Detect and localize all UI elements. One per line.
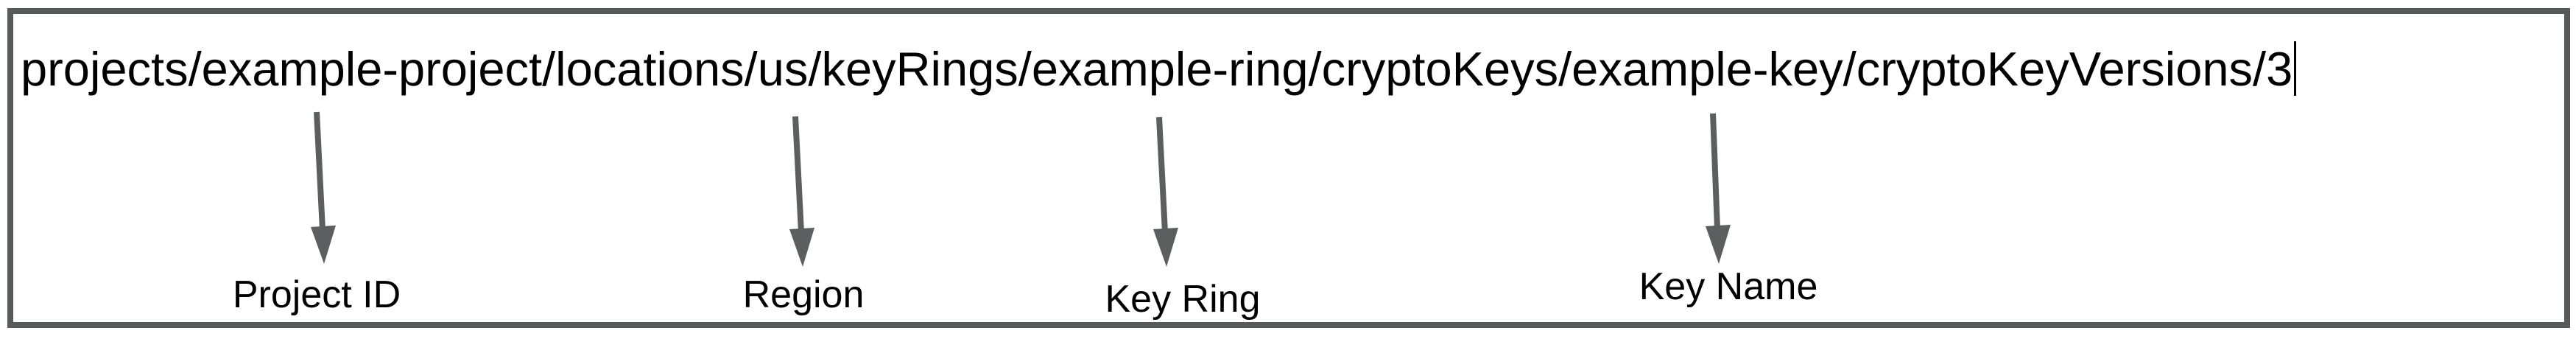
label-key-ring: Key Ring bbox=[1105, 278, 1261, 321]
label-key-name: Key Name bbox=[1639, 265, 1818, 308]
resource-path-field[interactable]: projects/example-project/locations/us/ke… bbox=[21, 41, 2297, 96]
resource-path-box[interactable] bbox=[7, 8, 2570, 328]
label-project-id: Project ID bbox=[232, 273, 401, 316]
resource-path-text: projects/example-project/locations/us/ke… bbox=[21, 42, 2293, 96]
label-region: Region bbox=[742, 273, 865, 316]
text-cursor bbox=[2294, 41, 2297, 96]
